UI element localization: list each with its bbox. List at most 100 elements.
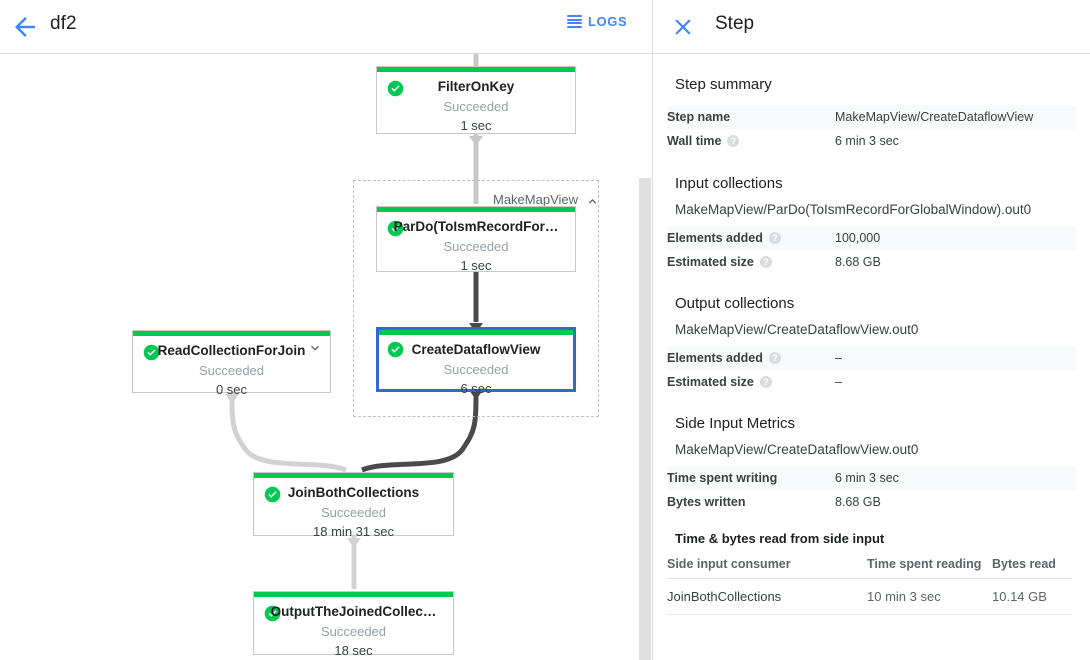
row-value: 8.68 GB (835, 495, 881, 509)
node-name: CreateDataflowView (411, 342, 541, 357)
help-icon[interactable]: ? (768, 232, 781, 244)
group-label: MakeMapView (493, 192, 579, 207)
row-key: Elements added (667, 351, 763, 365)
row-key: Elements added (667, 231, 763, 245)
node-duration: 18 min 31 sec (313, 524, 394, 539)
table-row: Estimated size? – (667, 370, 1076, 394)
node-status-bar (254, 592, 453, 597)
node-duration: 1 sec (460, 258, 492, 273)
graph-node-joinbothcollections[interactable]: JoinBothCollections Succeeded 18 min 31 … (253, 472, 454, 539)
output-collections-heading: Output collections (675, 295, 795, 312)
node-status: Succeeded (443, 99, 509, 114)
cell-bytes-read: 10.14 GB (992, 578, 1072, 615)
cell-consumer: JoinBothCollections (667, 578, 867, 615)
row-key: Time spent writing (667, 471, 778, 485)
step-summary-table: Step name MakeMapView/CreateDataflowView… (667, 105, 1076, 153)
column-header-time-reading: Time spent reading (867, 557, 992, 579)
node-duration: 6 sec (460, 381, 492, 396)
step-details-panel: Step Step summary Step name MakeMapView/… (653, 0, 1090, 660)
input-collections-heading: Input collections (675, 175, 783, 192)
output-collection-name: MakeMapView/CreateDataflowView.out0 (675, 322, 919, 337)
back-arrow-icon[interactable] (10, 12, 40, 42)
help-icon[interactable]: ? (727, 135, 740, 147)
row-value: 8.68 GB (835, 255, 881, 269)
success-check-icon (143, 344, 160, 361)
input-collection-name: MakeMapView/ParDo(ToIsmRecordForGlobalWi… (675, 202, 1032, 217)
table-row: Time spent writing 6 min 3 sec (667, 466, 1076, 490)
column-header-consumer: Side input consumer (667, 557, 867, 579)
step-summary-heading: Step summary (675, 76, 772, 93)
graph-node-outputthejoinedcollection[interactable]: OutputTheJoinedCollec… Succeeded 18 sec (253, 591, 454, 658)
node-status: Succeeded (443, 239, 509, 254)
table-row: Estimated size? 8.68 GB (667, 250, 1076, 274)
help-icon[interactable]: ? (759, 256, 772, 268)
node-name: FilterOnKey (437, 79, 515, 94)
row-key: Estimated size (667, 255, 754, 269)
cell-time-reading: 10 min 3 sec (867, 578, 992, 615)
success-check-icon (387, 80, 404, 97)
side-input-collection-name: MakeMapView/CreateDataflowView.out0 (675, 442, 919, 457)
graph-canvas[interactable]: MakeMapView FilterOnKey Succeeded 1 sec (0, 54, 652, 660)
node-name: ParDo(ToIsmRecordFor… (393, 219, 559, 234)
row-value: MakeMapView/CreateDataflowView (835, 110, 1034, 124)
node-name: OutputTheJoinedCollec… (270, 604, 437, 619)
node-name: JoinBothCollections (287, 485, 420, 500)
node-duration: 0 sec (215, 382, 248, 397)
table-header-row: Side input consumer Time spent reading B… (667, 557, 1072, 579)
logs-button-label: LOGS (588, 14, 628, 29)
chevron-up-icon[interactable] (586, 195, 599, 208)
graph-vertical-scrollbar[interactable] (639, 178, 651, 660)
table-row: Elements added? – (667, 346, 1076, 370)
side-input-metrics-table: Time spent writing 6 min 3 sec Bytes wri… (667, 466, 1076, 514)
table-row: JoinBothCollections 10 min 3 sec 10.14 G… (667, 578, 1072, 615)
success-check-icon (264, 486, 281, 503)
node-status-bar (254, 473, 453, 478)
output-collections-table: Elements added? – Estimated size? – (667, 346, 1076, 394)
panel-divider (652, 0, 653, 660)
node-status: Succeeded (320, 624, 387, 639)
side-input-read-table: Side input consumer Time spent reading B… (667, 557, 1072, 615)
graph-node-pardo[interactable]: ParDo(ToIsmRecordFor… Succeeded 1 sec (376, 206, 576, 273)
job-graph-panel: df2 LOGS (0, 0, 652, 660)
column-header-bytes-read: Bytes read (992, 557, 1072, 579)
help-icon[interactable]: ? (768, 352, 781, 364)
table-row: Bytes written 8.68 GB (667, 490, 1076, 514)
table-row: Step name MakeMapView/CreateDataflowView (667, 105, 1076, 129)
table-row: Elements added? 100,000 (667, 226, 1076, 250)
row-value: 6 min 3 sec (835, 471, 899, 485)
graph-node-readcollectionforjoin[interactable]: ReadCollectionForJoin Succeeded 0 sec (132, 330, 331, 397)
success-check-icon (387, 220, 404, 237)
node-name: ReadCollectionForJoin (157, 343, 306, 358)
graph-node-createdataflowview[interactable]: CreateDataflowView Succeeded 6 sec (376, 327, 576, 396)
row-key: Step name (667, 110, 731, 124)
side-input-metrics-heading: Side Input Metrics (675, 415, 796, 432)
success-check-icon (264, 605, 281, 622)
graph-node-filteronkey[interactable]: FilterOnKey Succeeded 1 sec (376, 66, 576, 134)
chevron-down-icon[interactable] (308, 341, 322, 355)
row-value: 6 min 3 sec (835, 134, 899, 148)
left-header: df2 LOGS (0, 0, 652, 54)
node-duration: 1 sec (460, 118, 492, 133)
node-status: Succeeded (443, 362, 509, 377)
node-status-bar (377, 67, 575, 72)
row-value: 100,000 (835, 231, 881, 245)
row-key: Wall time (667, 134, 722, 148)
node-status-bar (133, 331, 330, 336)
help-icon[interactable]: ? (759, 376, 772, 388)
row-value: – (835, 351, 842, 365)
close-icon[interactable] (670, 14, 696, 40)
logs-button[interactable]: LOGS (567, 14, 627, 29)
step-panel-header: Step (653, 0, 1090, 54)
input-collections-table: Elements added? 100,000 Estimated size? … (667, 226, 1076, 274)
table-row: Wall time? 6 min 3 sec (667, 129, 1076, 153)
node-status-bar (379, 330, 573, 335)
node-duration: 18 sec (334, 643, 373, 658)
node-status-bar (377, 207, 575, 212)
graph-edges (225, 54, 483, 589)
list-icon (567, 15, 582, 28)
group-makemapview[interactable] (353, 180, 599, 417)
node-status: Succeeded (198, 363, 265, 378)
row-key: Estimated size (667, 375, 754, 389)
side-input-read-title: Time & bytes read from side input (675, 531, 885, 546)
